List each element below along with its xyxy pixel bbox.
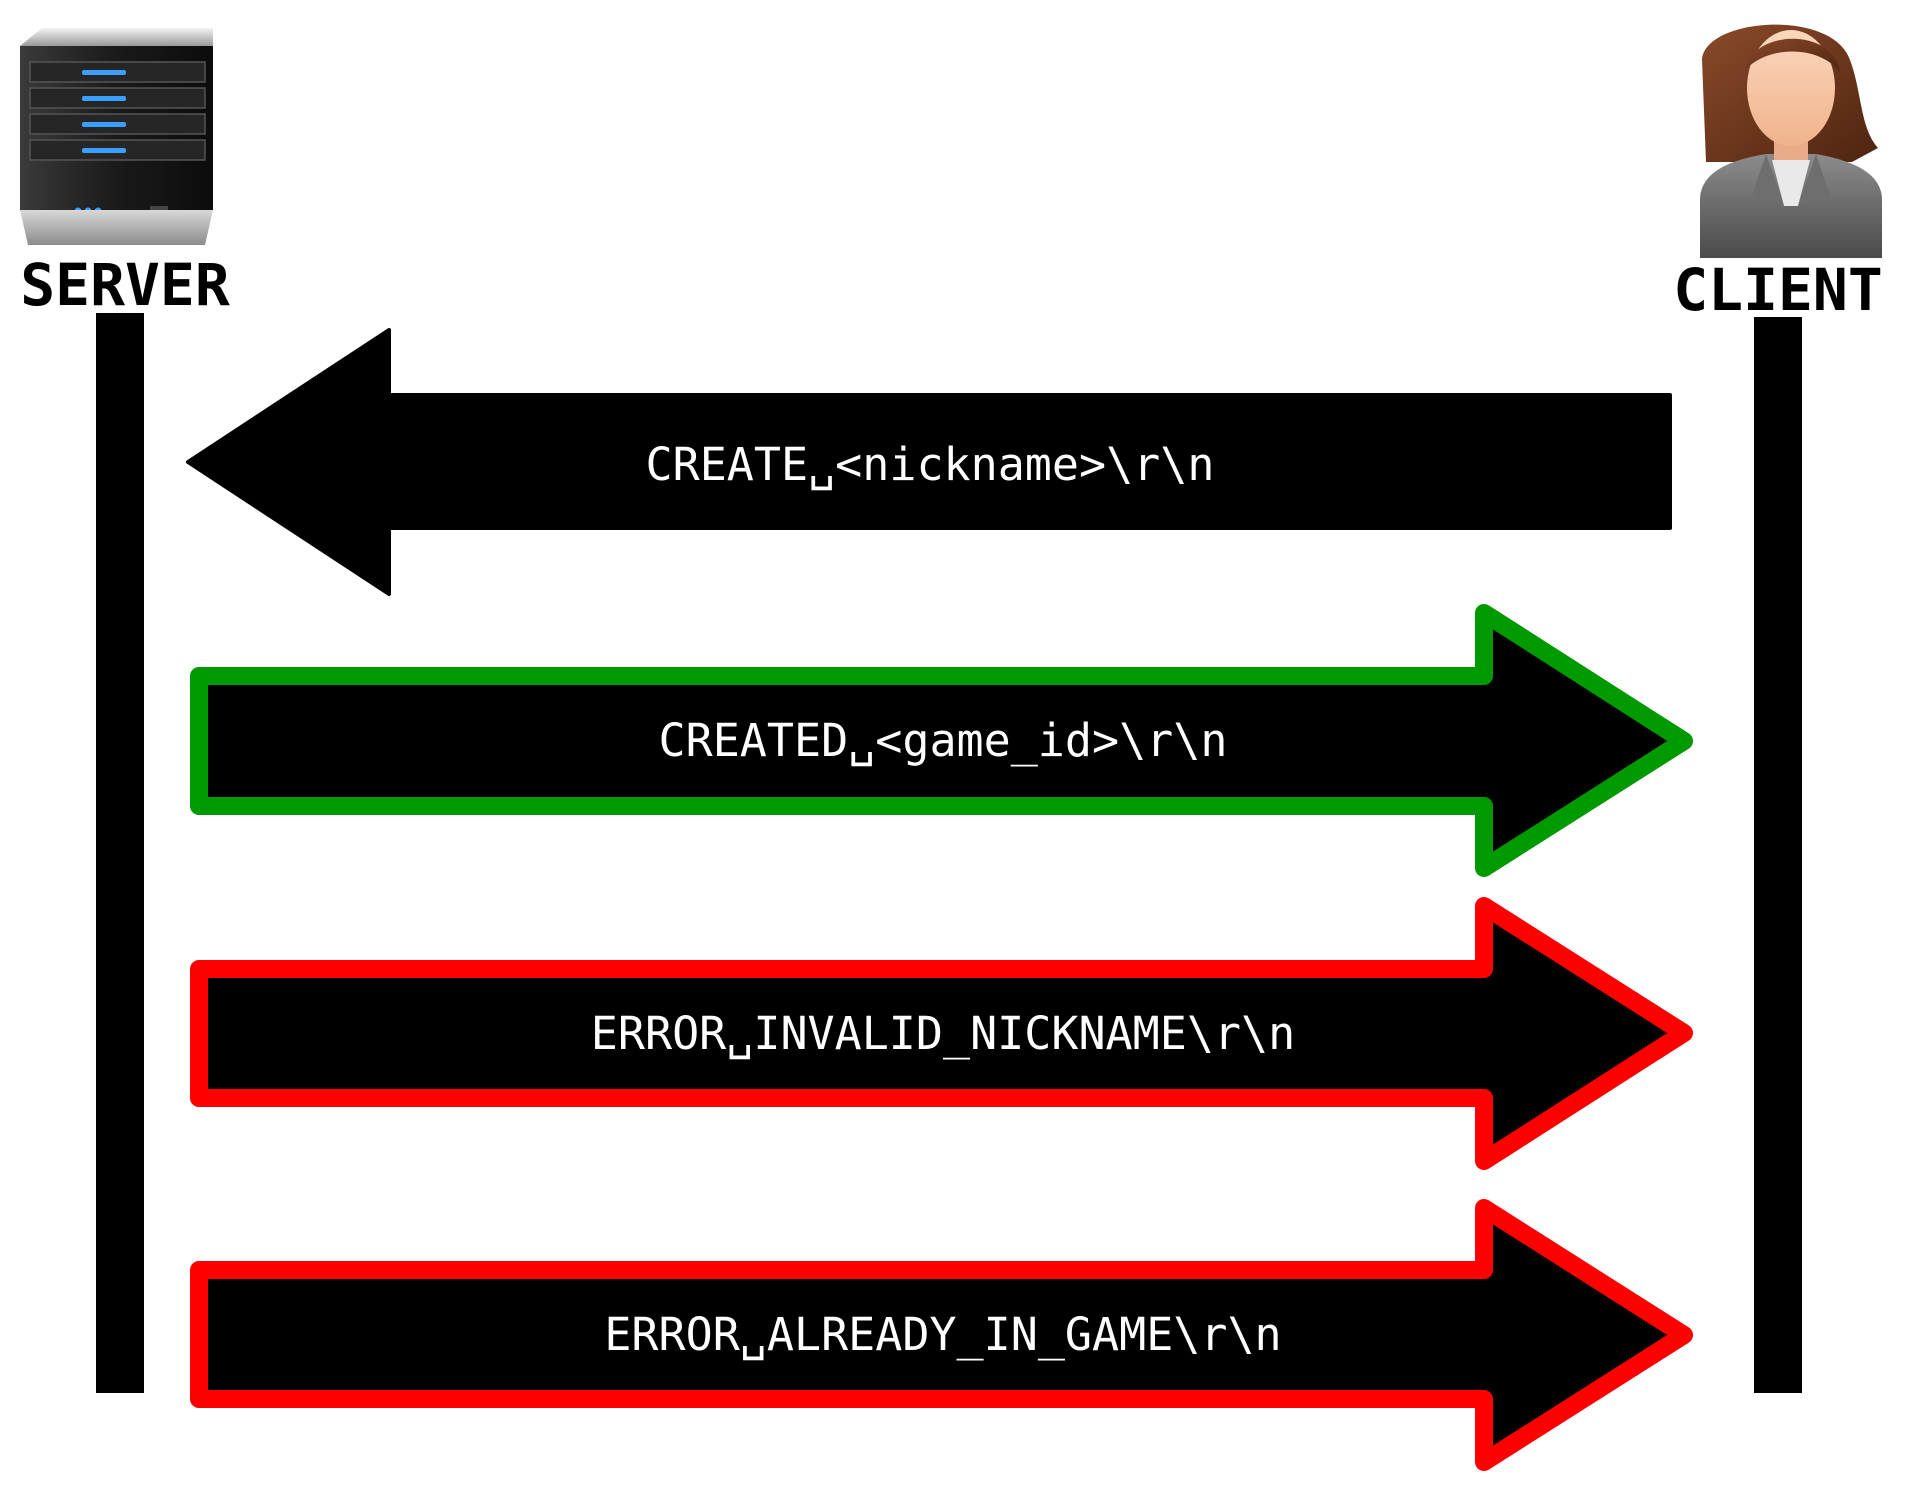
message-arrow-error-invalid-nickname: ERROR␣INVALID_NICKNAME\r\n [190,897,1693,1170]
server-icon [20,28,213,245]
message-arrow-created: CREATED␣<game_id>\r\n [190,604,1693,877]
message-arrow-error-already-in-game: ERROR␣ALREADY_IN_GAME\r\n [190,1199,1693,1471]
client-lifeline [1754,317,1802,1393]
message-arrow-create: CREATE␣<nickname>\r\n [186,328,1672,596]
user-avatar-icon [1700,24,1882,258]
client-label: CLIENT [1673,256,1883,324]
message-label-error-invalid-nickname: ERROR␣INVALID_NICKNAME\r\n [591,1007,1295,1060]
message-label-create: CREATE␣<nickname>\r\n [646,438,1215,491]
server-label: SERVER [20,251,230,319]
server-lifeline [96,313,144,1393]
message-label-error-already-in-game: ERROR␣ALREADY_IN_GAME\r\n [604,1308,1281,1361]
message-label-created: CREATED␣<game_id>\r\n [659,714,1228,767]
